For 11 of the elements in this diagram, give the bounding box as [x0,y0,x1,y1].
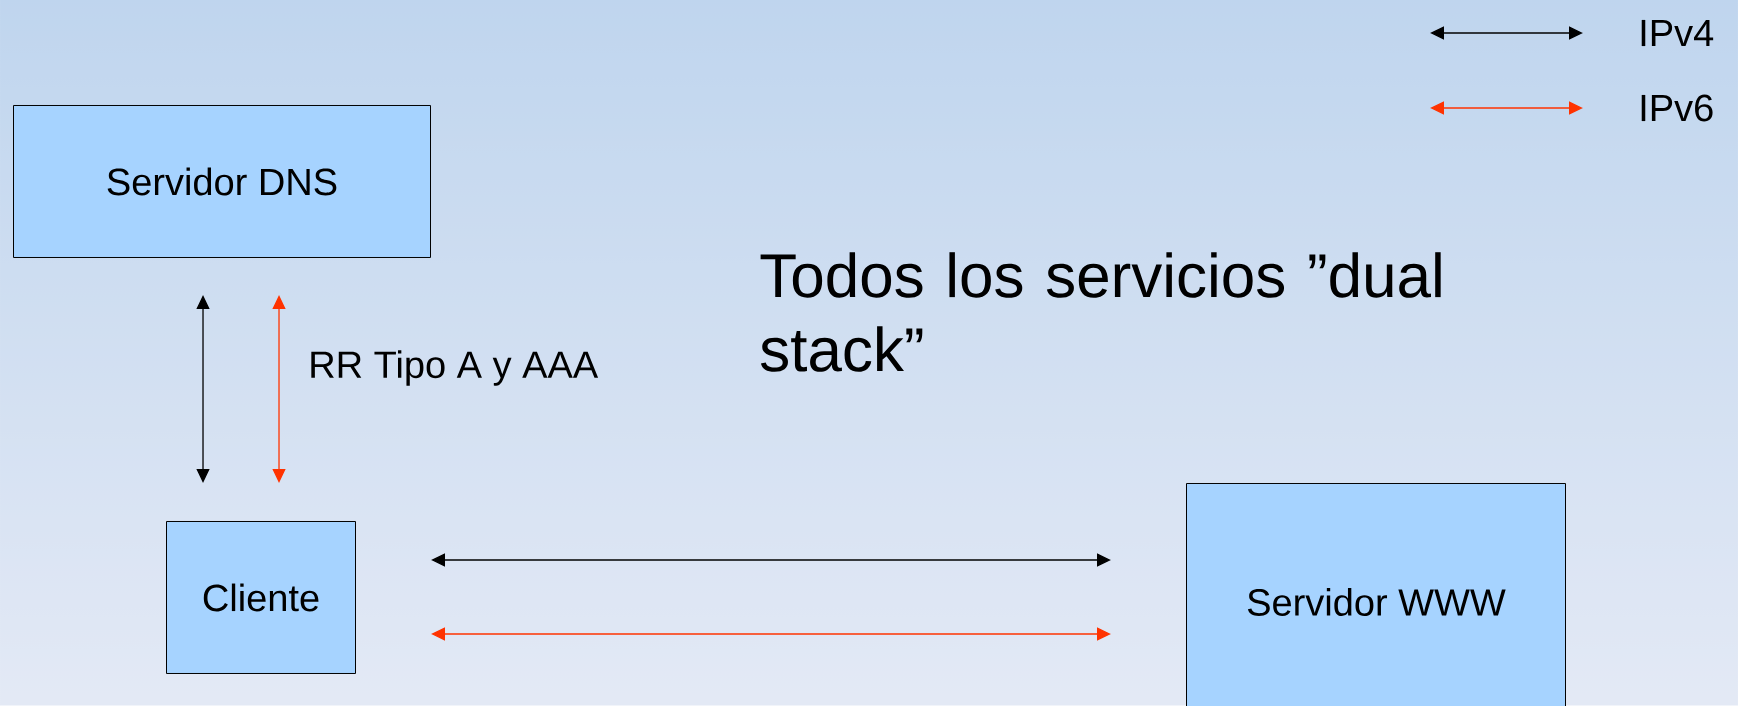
legend-label: IPv6 [1641,94,1713,122]
note-text: Todos los servicios ”dual stack” [760,252,1441,372]
arrow [196,295,210,483]
client-box: Cliente [166,521,356,674]
arrow [431,627,1111,641]
arrow [272,295,286,483]
edge-label: RR Tipo A y AAA [311,350,599,386]
arrow [431,553,1111,567]
server-box: Servidor WWW [1186,483,1566,706]
server-box: Servidor DNS [13,105,431,258]
legend-label: IPv4 [1641,19,1714,47]
